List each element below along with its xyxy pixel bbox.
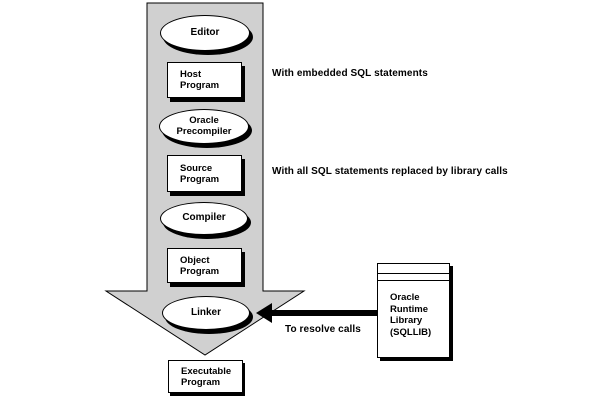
executable-program-label-line2: Program: [181, 376, 221, 388]
library-label-line1: Oracle: [390, 292, 420, 303]
library-label-line2: Runtime: [390, 303, 428, 315]
annotation-resolve-calls: To resolve calls: [285, 324, 361, 335]
executable-program-box: Executable Program: [168, 360, 243, 393]
oracle-runtime-library-box: Oracle Runtime Library (SQLLIB): [377, 263, 450, 358]
source-program-label-line1: Source: [180, 162, 213, 174]
linker-label: Linker: [190, 306, 221, 318]
resolve-calls-arrow: [256, 303, 377, 323]
executable-program-label-line1: Executable: [181, 365, 232, 377]
host-program-box: Host Program: [167, 62, 242, 98]
library-second-band: [378, 274, 449, 281]
oracle-precompiler-label-line1: Oracle: [189, 115, 219, 126]
linker-ellipse: Linker: [162, 296, 250, 330]
source-program-box: Source Program: [167, 155, 242, 192]
host-program-label-line1: Host: [180, 69, 202, 80]
host-program-label-line2: Program: [180, 80, 220, 91]
library-label-line4: (SQLLIB): [390, 326, 432, 338]
source-program-label-line2: Program: [180, 173, 220, 185]
library-top-band: [378, 264, 449, 274]
library-label: Oracle Runtime Library (SQLLIB): [378, 281, 449, 338]
editor-label: Editor: [190, 26, 220, 38]
library-label-line3: Library: [390, 315, 423, 326]
compiler-label: Compiler: [182, 212, 226, 224]
compiler-ellipse: Compiler: [160, 202, 248, 235]
object-program-label-line2: Program: [180, 265, 220, 277]
annotation-embedded-sql: With embedded SQL statements: [272, 68, 428, 79]
object-program-label-line1: Object: [180, 254, 210, 266]
annotation-sql-replaced: With all SQL statements replaced by libr…: [272, 166, 508, 177]
editor-ellipse: Editor: [160, 15, 250, 51]
oracle-precompiler-label-line2: Precompiler: [176, 125, 232, 137]
object-program-box: Object Program: [167, 248, 242, 283]
oracle-precompiler-ellipse: Oracle Precompiler: [159, 109, 249, 144]
